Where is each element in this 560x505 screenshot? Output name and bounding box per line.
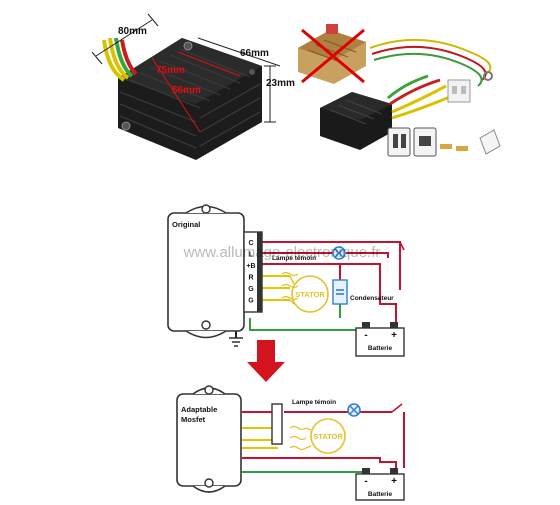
original-capacitor-label: Condensateur bbox=[350, 295, 394, 302]
original-battery-plus: + bbox=[391, 330, 397, 341]
original-module-label: Original bbox=[172, 220, 200, 229]
dimension-lines bbox=[91, 13, 281, 123]
dimension-hole-y: 56mm bbox=[172, 85, 201, 96]
original-terminal-label: L bbox=[249, 252, 254, 259]
wiring-harness bbox=[369, 38, 493, 87]
original-capacitor bbox=[332, 279, 348, 305]
original-battery: - + Batterie bbox=[355, 322, 405, 357]
adapted-battery: - + Batterie bbox=[355, 468, 405, 501]
dimension-width: 80mm bbox=[118, 26, 147, 37]
adapted-mount-hole-top bbox=[204, 385, 214, 395]
old-regulator-crossed bbox=[298, 24, 366, 84]
adapted-stator: STATOR bbox=[289, 418, 346, 454]
connector-pieces bbox=[387, 127, 501, 157]
original-terminal-label: R bbox=[248, 275, 253, 282]
regulator-photo-dimensions: 80mm 66mm 23mm 75mm 56mm bbox=[91, 13, 295, 160]
adapted-module-label-line1: Adaptable bbox=[181, 405, 217, 414]
adapted-wires bbox=[242, 411, 405, 473]
original-terminal-label: G bbox=[248, 286, 254, 293]
original-mount-hole-top bbox=[201, 204, 211, 214]
original-battery-label: Batterie bbox=[368, 345, 393, 352]
original-stator-label: STATOR bbox=[295, 290, 325, 299]
adapted-switch bbox=[391, 403, 403, 413]
original-terminal-label: C bbox=[248, 240, 253, 247]
original-mount-hole-bottom bbox=[201, 320, 211, 330]
adapted-lamp-label: Lampe témoin bbox=[292, 399, 336, 406]
regulator-wires bbox=[102, 37, 138, 82]
regulator-body bbox=[118, 38, 262, 160]
adapted-battery-plus: + bbox=[391, 476, 397, 487]
kit-photo bbox=[298, 24, 501, 157]
adapted-battery-minus: - bbox=[364, 476, 367, 487]
hole-dimension-lines bbox=[151, 51, 241, 133]
original-battery-minus: - bbox=[364, 330, 367, 341]
original-stator: STATOR bbox=[281, 271, 329, 313]
down-arrow-icon bbox=[247, 340, 285, 382]
original-terminal-label: +B bbox=[246, 263, 255, 270]
adapted-wiring-diagram: Adaptable Mosfet Lampe témoin STATOR bbox=[176, 385, 405, 501]
adapted-battery-label: Batterie bbox=[368, 491, 393, 498]
original-ground-symbol bbox=[229, 337, 243, 347]
dimension-height: 23mm bbox=[266, 78, 295, 89]
original-lamp-label: Lampe témoin bbox=[272, 255, 316, 262]
adapted-warning-lamp bbox=[347, 403, 361, 417]
adapted-stator-label: STATOR bbox=[313, 432, 343, 441]
adapted-module-label-line2: Mosfet bbox=[181, 415, 206, 424]
dimension-hole-x: 75mm bbox=[156, 65, 185, 76]
original-switch bbox=[399, 241, 405, 251]
original-terminal-label: G bbox=[248, 298, 254, 305]
dimension-depth: 66mm bbox=[240, 48, 269, 59]
adapted-regulator-module: Adaptable Mosfet bbox=[176, 385, 242, 493]
new-regulator-photo bbox=[320, 74, 471, 150]
original-warning-lamp bbox=[332, 246, 346, 260]
watermark: www.allumage-electronique.fr bbox=[183, 244, 381, 261]
adapted-connector-plug bbox=[271, 403, 283, 445]
adapted-mount-hole-bottom bbox=[204, 478, 214, 488]
original-wires bbox=[235, 241, 401, 338]
